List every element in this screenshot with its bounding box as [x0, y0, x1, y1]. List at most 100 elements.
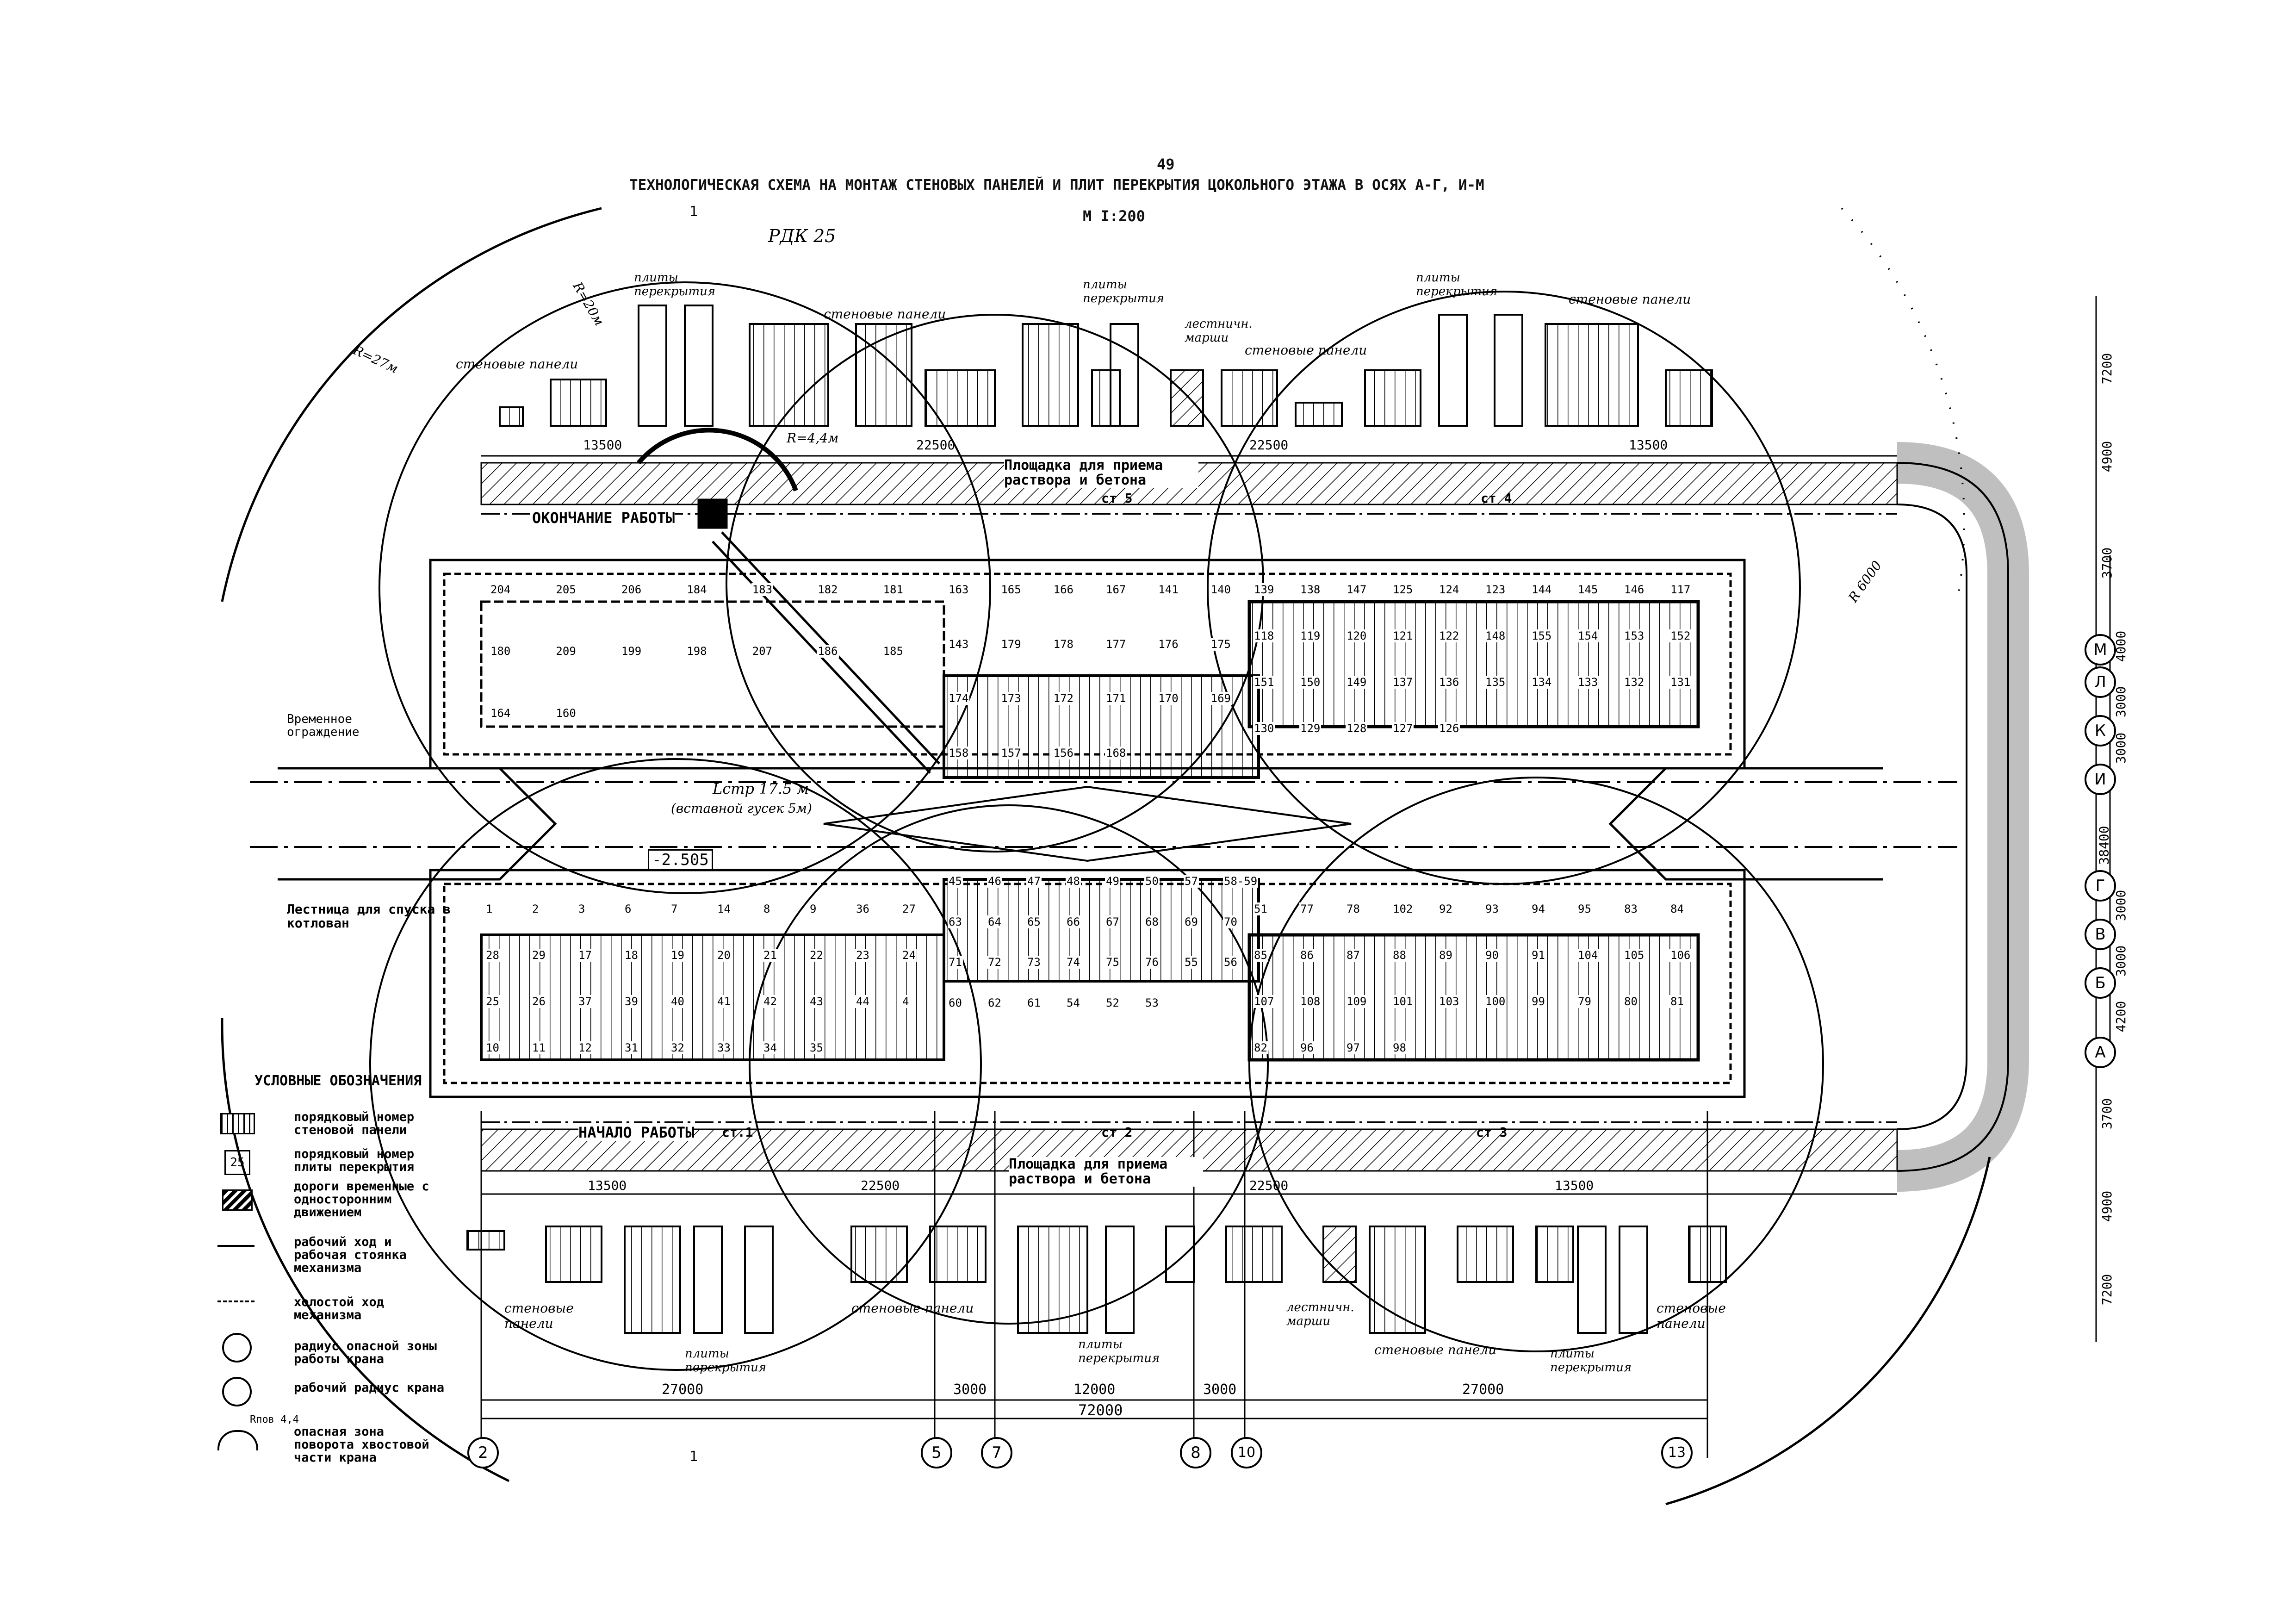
dim-text: 22500 [916, 437, 956, 453]
slabs-label: плиты перекрытия [685, 1347, 767, 1375]
block-number-label: 48 [1066, 875, 1081, 888]
block-number-label: 19 [670, 949, 685, 962]
block-number-label: 56 [1223, 956, 1238, 969]
legend-item: порядковый номер стеновой панели [294, 1110, 415, 1137]
block-number-label: 40 [670, 995, 685, 1008]
block-number-label: 123 [1484, 583, 1507, 596]
legend-slab-icon: 25 [224, 1150, 250, 1175]
block-number-label: 135 [1484, 676, 1507, 689]
block-number-label: 178 [1052, 637, 1075, 651]
block-number-label: 100 [1484, 995, 1507, 1008]
block-number-label: 150 [1299, 676, 1322, 689]
block-number-label: 164 [490, 706, 512, 720]
block-number-label: 81 [1669, 995, 1685, 1008]
block-number-label: 67 [1105, 915, 1120, 928]
wall-panels-label: стеновые панели [1657, 1300, 1726, 1331]
block-number-label: 64 [987, 915, 1002, 928]
wall-panels-label: стеновые панели [1374, 1342, 1497, 1357]
block-number-label: 14 [716, 902, 732, 915]
road-curve [1897, 442, 2029, 1192]
block-number-label: 207 [751, 645, 774, 658]
axis-bubble: 7 [981, 1437, 1012, 1468]
drawing-scale: М I:200 [1083, 207, 1145, 225]
block-number-label: 104 [1577, 949, 1599, 962]
block-number-label: 158 [948, 746, 970, 759]
block-number-label: 71 [948, 956, 963, 969]
radius-circle [1248, 777, 1824, 1352]
block-number-label: 52 [1105, 996, 1120, 1009]
block-number-label: 105 [1623, 949, 1645, 962]
block-number-label: 109 [1346, 995, 1368, 1008]
block-number-label: 117 [1669, 583, 1692, 596]
block-number-label: 45 [948, 875, 963, 888]
block-number-label: 173 [1000, 692, 1022, 705]
block-top-left [480, 600, 945, 728]
slabs-label: плиты перекрытия [1550, 1347, 1632, 1375]
legend-panel-icon [220, 1113, 255, 1134]
block-number-label: 101 [1392, 995, 1414, 1008]
block-number-label: 23 [855, 949, 870, 962]
block-number-label: 33 [716, 1041, 732, 1054]
block-number-label: 156 [1052, 746, 1075, 759]
dim-text: 27000 [662, 1381, 704, 1398]
dim-text: 3000 [1203, 1381, 1237, 1398]
block-number-label: 47 [1026, 875, 1042, 888]
outer-arc [221, 207, 602, 602]
block-number-label: 119 [1299, 629, 1322, 642]
dim-text: 13500 [1555, 1178, 1594, 1193]
page-number: 49 [1157, 156, 1175, 173]
block-number-label: 9 [809, 902, 818, 915]
block-number-label: 85 [1253, 949, 1268, 962]
block-number-label: 4 [901, 995, 910, 1008]
block-number-label: 92 [1438, 902, 1453, 915]
legend-road-icon [222, 1189, 253, 1211]
legend-item: рабочий радиус крана [294, 1381, 445, 1395]
station-label: ст 2 [1101, 1125, 1133, 1140]
block-number-label: 127 [1392, 722, 1414, 735]
dim-text: 3000 [953, 1381, 987, 1398]
block-number-label: 167 [1105, 583, 1127, 596]
block-number-label: 25 [485, 995, 500, 1008]
wall-panels-label: стеновые панели [1569, 292, 1691, 307]
block-number-label: 8 [763, 902, 771, 915]
block-number-label: 3 [577, 902, 586, 915]
block-number-label: 65 [1026, 915, 1042, 928]
dim-text: 38400 [2096, 826, 2112, 865]
block-number-label: 18 [624, 949, 639, 962]
block-number-label: 61 [1026, 996, 1042, 1009]
block-number-label: 82 [1253, 1041, 1268, 1054]
block-number-label: 177 [1105, 637, 1127, 651]
radius-circle [369, 758, 982, 1371]
block-number-label: 73 [1026, 956, 1042, 969]
legend-path-icon [217, 1245, 254, 1247]
block-number-label: 154 [1577, 629, 1599, 642]
block-number-label: 143 [948, 637, 970, 651]
storage-bottom [466, 1226, 1727, 1334]
block-number-label: 98 [1392, 1041, 1407, 1054]
block-top-mid [943, 674, 1260, 779]
dim-text: 4200 [2113, 1001, 2129, 1033]
block-number-label: 37 [577, 995, 593, 1008]
block-number-label: 94 [1531, 902, 1546, 915]
stairs-label: лестничн. марши [1286, 1300, 1354, 1328]
station-label: ст 4 [1481, 491, 1512, 506]
crane-label: РДК 25 [768, 226, 836, 246]
block-number-label: 124 [1438, 583, 1460, 596]
block-number-label: 2 [531, 902, 540, 915]
block-number-label: 198 [686, 645, 708, 658]
storage-top [499, 305, 1713, 427]
axis-bubble: 8 [1180, 1437, 1211, 1468]
block-number-label: 183 [751, 583, 774, 596]
block-number-label: 153 [1623, 629, 1645, 642]
temporary-roads [480, 442, 2029, 1192]
section-mark: 1 [689, 1449, 698, 1465]
block-number-label: 186 [817, 645, 839, 658]
block-number-label: 68 [1144, 915, 1160, 928]
block-number-label: 70 [1223, 915, 1238, 928]
dim-text: 22500 [1249, 437, 1289, 453]
wall-panels-label: стеновые панели [456, 356, 578, 372]
axis-bubble: К [2085, 715, 2116, 747]
block-number-label: 149 [1346, 676, 1368, 689]
block-number-label: 179 [1000, 637, 1022, 651]
block-number-label: 138 [1299, 583, 1322, 596]
